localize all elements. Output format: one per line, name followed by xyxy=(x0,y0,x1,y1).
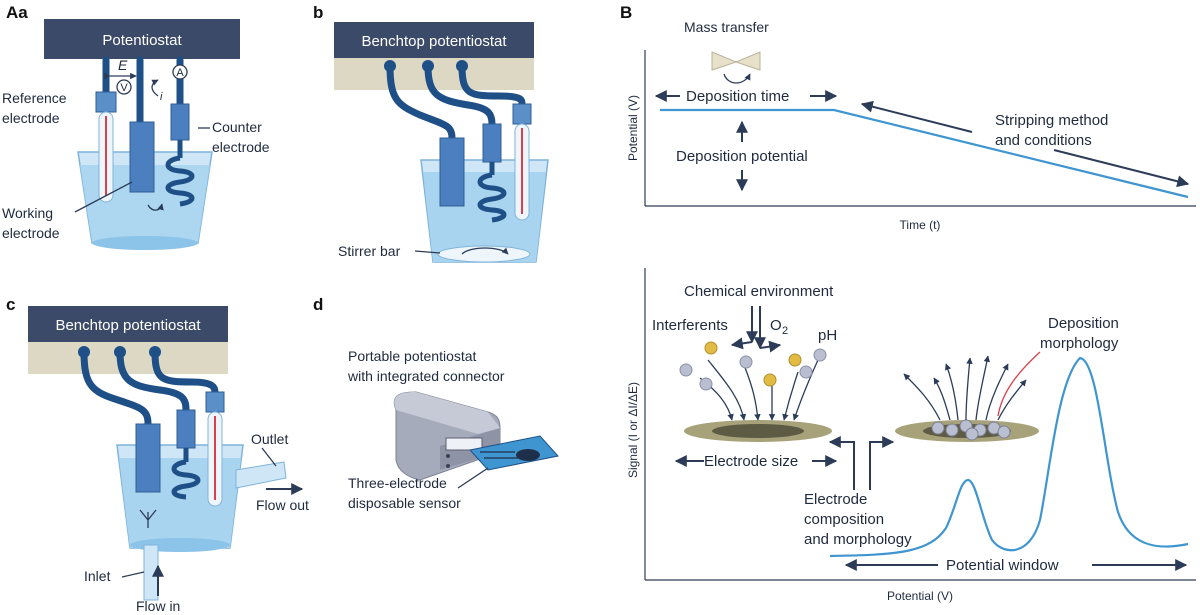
panel-label-c: c xyxy=(6,295,15,314)
potentiostat-label: Potentiostat xyxy=(102,32,182,49)
stirrer-label: Stirrer bar xyxy=(338,243,401,259)
bottom-ylabel: Signal (I or ΔI/ΔE) xyxy=(626,382,640,478)
mass-transfer-label: Mass transfer xyxy=(684,19,769,35)
bench-surface-c xyxy=(28,342,228,374)
counter-label-1: Counter xyxy=(212,119,262,135)
benchtop-label-c: Benchtop potentiostat xyxy=(55,317,201,334)
top-xlabel: Time (t) xyxy=(900,218,941,232)
stripping-label-2: and conditions xyxy=(995,132,1092,149)
interferent-ion xyxy=(763,373,777,387)
counter-electrode-cap xyxy=(170,103,190,141)
working-electrode-c xyxy=(135,423,161,493)
flow-out-label: Flow out xyxy=(256,497,309,513)
interferent-ion xyxy=(704,341,718,355)
panel-B-bottom: Signal (I or ΔI/ΔE) Potential (V) Chemic… xyxy=(626,268,1196,603)
panel-c: c Benchtop potentiostat Outlet Flow out … xyxy=(6,295,309,614)
chemical-environment-label: Chemical environment xyxy=(684,283,834,300)
counter-electrode-b xyxy=(482,123,502,163)
deposition-morphology-label-1: Deposition xyxy=(1048,315,1119,332)
stir-arrow-icon xyxy=(461,247,509,255)
panel-label-d: d xyxy=(313,295,323,314)
working-electrode-b xyxy=(439,137,465,207)
rotation-arrow-icon xyxy=(147,203,164,211)
potential-window-label: Potential window xyxy=(946,557,1059,574)
stripping-label-1: Stripping method xyxy=(995,112,1108,129)
portable-label-1: Portable potentiostat xyxy=(348,348,477,364)
mass-transfer-icon xyxy=(711,51,761,71)
portable-label-2: with integrated connector xyxy=(347,368,505,384)
o2-subscript: 2 xyxy=(782,325,788,337)
reference-electrode-b xyxy=(512,103,532,125)
panel-label-a: Aa xyxy=(6,3,28,22)
o2-label: O xyxy=(770,317,782,334)
inlet-label: Inlet xyxy=(84,568,111,584)
benchtop-box-c xyxy=(28,306,228,342)
flow-in-label: Flow in xyxy=(136,598,180,614)
bottom-xlabel: Potential (V) xyxy=(887,589,953,603)
interferent-ion xyxy=(788,353,802,367)
reference-label-1: Reference xyxy=(2,90,67,106)
deposition-time-label: Deposition time xyxy=(686,88,789,105)
benchtop-box-b xyxy=(334,22,534,58)
outlet-tube xyxy=(235,461,287,489)
working-electrode xyxy=(129,121,155,193)
electrode-composition-label-2: composition xyxy=(804,511,884,528)
voltmeter-icon xyxy=(116,79,132,95)
top-ylabel: Potential (V) xyxy=(626,95,640,161)
working-label-2: electrode xyxy=(2,225,60,241)
analyte-ion xyxy=(679,363,693,377)
panel-b: b Benchtop potentiostat Stirrer bar xyxy=(313,3,549,263)
deposition-morphology-label-2: morphology xyxy=(1040,335,1119,352)
current-arrow-icon xyxy=(151,79,159,97)
ammeter-icon xyxy=(172,64,188,80)
benchtop-label-b: Benchtop potentiostat xyxy=(361,33,507,50)
disposable-sensor xyxy=(469,435,559,471)
potentiostat-box xyxy=(44,19,240,59)
reference-electrode-cap xyxy=(95,91,117,113)
deposited-particles xyxy=(931,419,1011,441)
ph-label: pH xyxy=(818,327,837,344)
ammeter-symbol: A xyxy=(176,67,184,79)
reference-label-2: electrode xyxy=(2,110,60,126)
reference-electrode-c xyxy=(205,391,225,413)
panel-label-B: B xyxy=(620,3,632,22)
deposition-potential-label: Deposition potential xyxy=(676,148,808,165)
counter-electrode-c xyxy=(176,409,196,449)
sensor-label-1: Three-electrode xyxy=(348,475,447,491)
beaker-bottom-a xyxy=(92,236,198,250)
analyte-ion xyxy=(799,365,813,379)
voltmeter-symbol: V xyxy=(120,82,128,94)
interferents-label: Interferents xyxy=(652,317,728,334)
electrode-size-label: Electrode size xyxy=(704,453,798,470)
flow-arrows-icon xyxy=(139,509,157,528)
electrode-composition-label-3: and morphology xyxy=(804,531,912,548)
analyte-ion xyxy=(739,355,753,369)
counter-electrode-coil xyxy=(165,155,195,207)
e-label: E xyxy=(118,57,128,73)
panel-a: Aa Potentiostat E V A i Reference electr xyxy=(2,3,270,250)
sensor-label-2: disposable sensor xyxy=(348,495,461,511)
panel-B-top: B Potential (V) Time (t) Mass transfer D… xyxy=(620,3,1196,232)
potential-trace xyxy=(660,108,1189,199)
working-label-1: Working xyxy=(2,205,53,221)
panel-label-b: b xyxy=(313,3,323,22)
inlet-tube xyxy=(143,544,159,601)
electrode-composition-label-1: Electrode xyxy=(804,491,867,508)
counter-label-2: electrode xyxy=(212,139,270,155)
analyte-ion xyxy=(699,377,713,391)
desorption-arrows xyxy=(903,355,1027,421)
stripping-peaks-trace xyxy=(829,356,1189,558)
panel-d: d Portable potentiostat with integrated … xyxy=(313,295,559,511)
current-label: i xyxy=(160,91,163,103)
outlet-label: Outlet xyxy=(251,431,288,447)
analyte-ion xyxy=(813,348,827,362)
